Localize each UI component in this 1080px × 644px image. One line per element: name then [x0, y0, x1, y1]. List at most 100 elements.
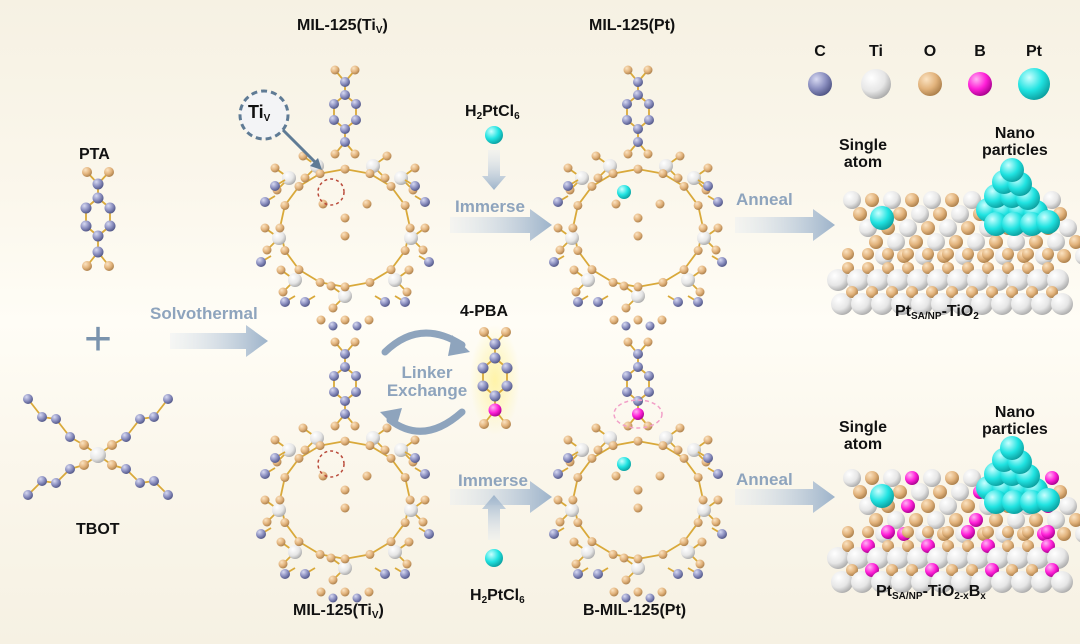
oxygen-atom — [942, 248, 954, 260]
oxygen-atom — [571, 559, 581, 569]
oxygen-atom — [633, 485, 643, 495]
titanium-atom — [831, 571, 853, 593]
oxygen-atom — [593, 173, 603, 183]
titanium-atom — [971, 293, 993, 315]
titanium-atom — [687, 171, 701, 185]
oxygen-atom — [298, 423, 308, 433]
oxygen-atom — [902, 540, 914, 552]
oxygen-atom — [330, 65, 340, 75]
oxygen-atom — [869, 235, 883, 249]
titanium-atom — [847, 269, 869, 291]
titanium-atom — [947, 269, 969, 291]
carbon-atom — [92, 192, 104, 204]
platinum-atom — [617, 185, 631, 199]
carbon-atom — [693, 297, 703, 307]
oxygen-atom — [364, 587, 374, 597]
oxygen-atom — [315, 549, 325, 559]
oxygen-atom — [633, 231, 643, 241]
oxygen-atom — [643, 65, 653, 75]
titanium-atom — [851, 293, 873, 315]
oxygen-atom — [933, 485, 947, 499]
oxygen-atom — [949, 235, 963, 249]
carbon-atom — [703, 181, 713, 191]
oxygen-atom — [573, 518, 583, 528]
oxygen-atom — [568, 495, 578, 505]
titanium-atom — [883, 191, 901, 209]
oxygen-atom — [623, 421, 633, 431]
carbon-atom — [351, 115, 361, 125]
carbon-atom — [37, 412, 47, 422]
boron-atom — [1045, 471, 1059, 485]
bmil125-pt-label: B-MIL-125(Pt) — [583, 602, 687, 619]
oxygen-atom — [1002, 526, 1014, 538]
oxygen-atom — [418, 245, 428, 255]
titanium-atom — [831, 293, 853, 315]
titanium-atom — [963, 191, 981, 209]
oxygen-atom — [865, 471, 879, 485]
oxygen-atom — [260, 495, 270, 505]
titanium-atom — [907, 269, 929, 291]
carbon-atom — [270, 453, 280, 463]
oxygen-atom — [982, 248, 994, 260]
titanium-atom — [404, 503, 418, 517]
oxygen-atom — [989, 235, 1003, 249]
carbon-atom — [713, 469, 723, 479]
vacancy-marker — [317, 178, 345, 206]
carbon-atom — [65, 464, 75, 474]
titanium-atom — [631, 289, 645, 303]
oxygen-atom — [695, 559, 705, 569]
boron-atom — [961, 525, 975, 539]
pba-molecule — [470, 325, 520, 435]
carbon-atom — [549, 529, 559, 539]
oxygen-atom — [945, 193, 959, 207]
carbon-atom — [351, 99, 361, 109]
titanium-atom — [827, 269, 849, 291]
carbon-atom — [553, 197, 563, 207]
titanium-atom — [1007, 269, 1029, 291]
oxygen-atom — [262, 245, 272, 255]
boron-atom — [632, 408, 644, 420]
carbon-atom — [121, 464, 131, 474]
oxygen-atom — [658, 549, 668, 559]
carbon-atom — [328, 321, 338, 331]
oxygen-atom — [906, 286, 918, 298]
vacancy-marker — [317, 450, 345, 478]
carbon-atom — [563, 453, 573, 463]
platinum-atom — [984, 490, 1008, 514]
oxygen-atom — [555, 517, 565, 527]
oxygen-atom — [657, 587, 667, 597]
titanium-atom — [971, 571, 993, 593]
carbon-atom — [644, 115, 654, 125]
carbon-atom — [489, 338, 501, 350]
legend-c-atom — [808, 72, 832, 96]
carbon-atom — [633, 77, 643, 87]
carbon-atom — [149, 412, 159, 422]
titanium-atom — [991, 571, 1013, 593]
oxygen-atom — [350, 149, 360, 159]
platinum-atom — [870, 206, 894, 230]
oxygen-atom — [942, 262, 954, 274]
oxygen-atom — [340, 213, 350, 223]
oxygen-atom — [655, 471, 665, 481]
legend-label-c: C — [814, 43, 826, 60]
oxygen-atom — [942, 540, 954, 552]
titanium-atom — [288, 545, 302, 559]
oxygen-atom — [623, 65, 633, 75]
boron-atom — [488, 403, 502, 417]
oxygen-atom — [340, 554, 350, 564]
oxygen-atom — [340, 231, 350, 241]
oxygen-atom — [902, 526, 914, 538]
mof-framework — [549, 337, 727, 603]
tbot-molecule — [23, 394, 173, 500]
oxygen-atom — [386, 453, 396, 463]
oxygen-atom — [902, 248, 914, 260]
titanium-atom — [1031, 571, 1053, 593]
oxygen-atom — [942, 526, 954, 538]
carbon-atom — [92, 230, 104, 242]
oxygen-atom — [893, 207, 907, 221]
boron-atom — [881, 525, 895, 539]
oxygen-atom — [909, 235, 923, 249]
oxygen-atom — [104, 261, 114, 271]
oxygen-atom — [643, 149, 653, 159]
titanium-atom — [1075, 247, 1080, 265]
